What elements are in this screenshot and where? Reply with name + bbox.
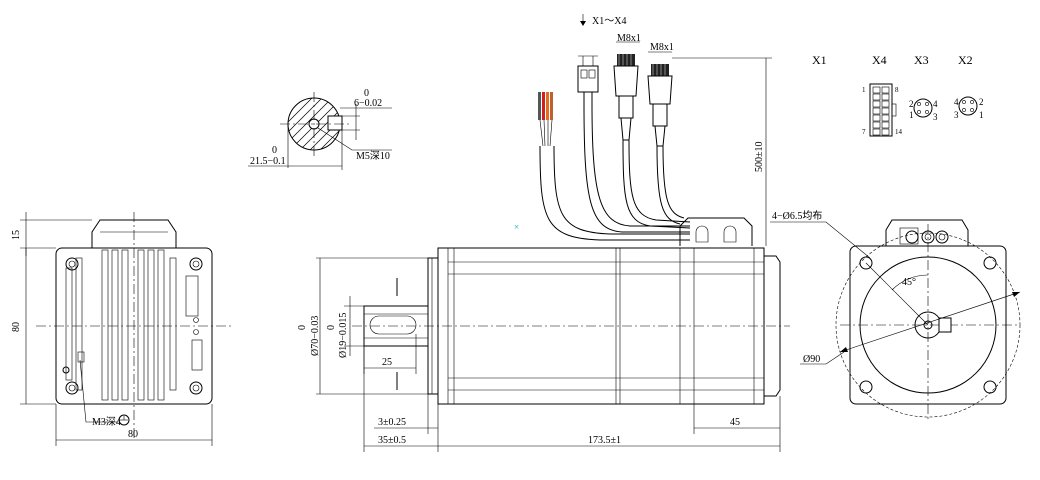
key-upper: 0 <box>364 88 369 99</box>
x3-pin-3: 3 <box>933 112 938 122</box>
connector-x3-label: X3 <box>914 53 929 67</box>
cables-label: X1～X4 <box>592 16 626 27</box>
x2-pin-1: 1 <box>979 110 984 120</box>
pcd-label: Ø90 <box>803 354 820 365</box>
dim-25: 25 <box>382 357 392 368</box>
flange-dia-upper: 0 <box>297 325 308 330</box>
x3-pin-4: 4 <box>933 99 938 109</box>
x2-pin-2: 2 <box>979 97 984 107</box>
x3-pin-2: 2 <box>909 99 914 109</box>
x4-pin-8: 8 <box>895 86 899 94</box>
connector-x4-label: X4 <box>872 53 887 67</box>
x2-pin-4: 4 <box>954 97 959 107</box>
dia-lower: 21.5−0.1 <box>250 156 286 167</box>
dim-35: 35±0.5 <box>378 435 406 446</box>
rear-dim-80-width: 80 <box>128 429 138 440</box>
x2-pin-3: 3 <box>954 110 959 120</box>
dia-upper: 0 <box>272 145 277 156</box>
rear-dim-80-height: 80 <box>11 322 22 332</box>
dim-3: 3±0.25 <box>378 417 406 428</box>
m8-left-label: M8x1 <box>617 33 641 44</box>
rear-dim-15: 15 <box>11 230 22 240</box>
angle-label: 45° <box>902 277 916 288</box>
thread-label: M5深10 <box>356 150 390 162</box>
shaft-dia-lower: Ø19−0.015 <box>338 313 349 358</box>
x4-pin-1: 1 <box>862 86 866 94</box>
dim-45: 45 <box>730 417 740 428</box>
dim-500: 500±10 <box>754 142 765 173</box>
cable-assembly: X1～X4 M8x1 M8x1 <box>538 14 772 246</box>
svg-text:×: × <box>514 222 519 232</box>
key-lower: 6−0.02 <box>354 98 382 109</box>
shaft-section: 0 6−0.02 0 21.5−0.1 M5深10 <box>248 88 392 170</box>
flange-dia-lower: Ø70−0.03 <box>310 316 321 356</box>
m8-right-label: M8x1 <box>650 42 674 53</box>
rear-view: M3深4 15 80 80 <box>11 212 232 446</box>
side-view: 0 Ø70−0.03 0 Ø19−0.015 25 3±0.25 35±0.5 … <box>297 217 790 452</box>
connector-x2-label: X2 <box>958 53 973 67</box>
holes-label: 4−Ø6.5均布 <box>772 210 822 222</box>
connector-x1-label: X1 <box>812 53 827 67</box>
x3-pin-1: 1 <box>909 110 914 120</box>
front-view: 45° 4−Ø6.5均布 Ø90 <box>770 210 1021 420</box>
rear-thread-label: M3深4 <box>92 416 121 428</box>
x4-pin-7: 7 <box>862 128 866 136</box>
shaft-dia-upper: 0 <box>326 325 337 330</box>
dim-173: 173.5±1 <box>588 435 621 446</box>
connector-pinouts: X1 X4 X3 X2 1 8 7 14 2 4 1 3 <box>812 53 984 137</box>
x4-pin-14: 14 <box>895 128 903 136</box>
